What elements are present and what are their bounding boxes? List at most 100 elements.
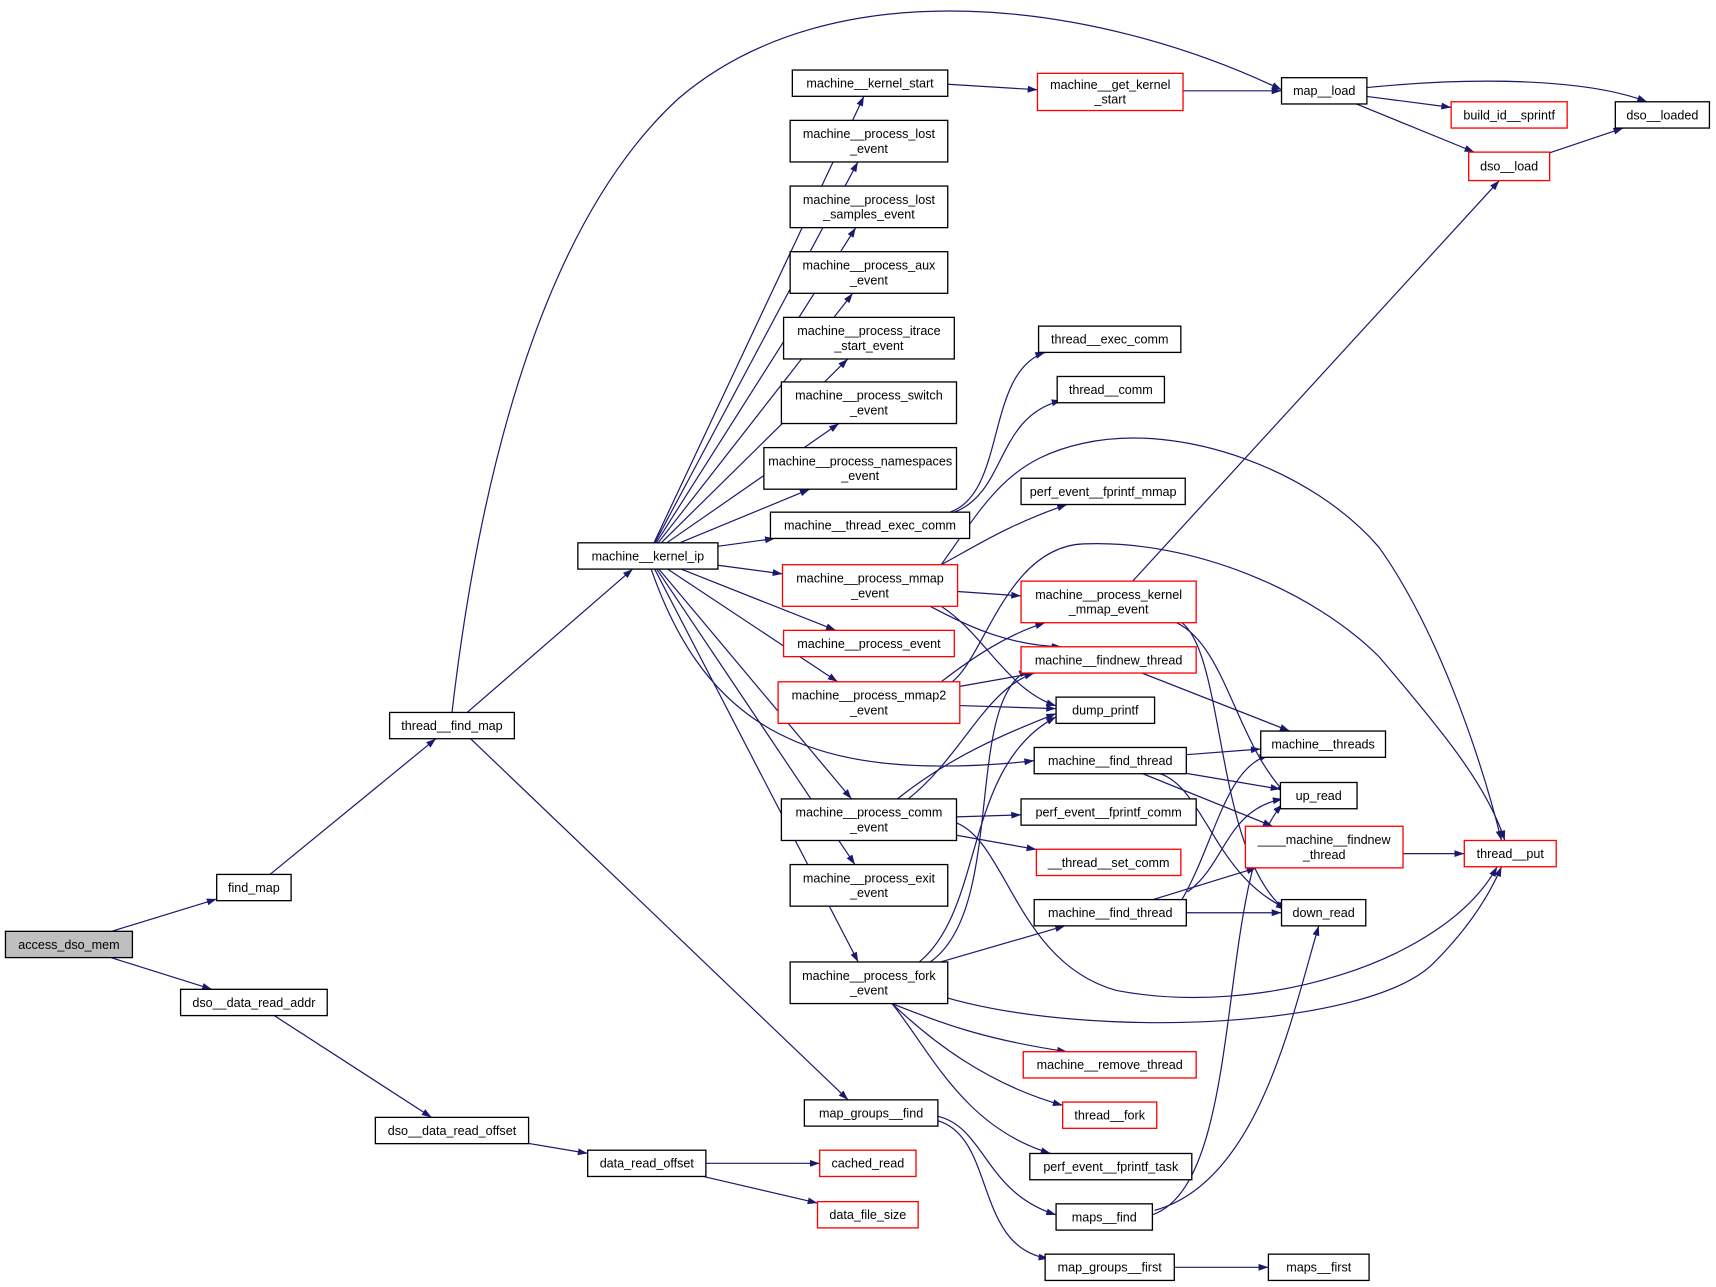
node-box[interactable] [1037, 325, 1182, 354]
node-dso-data-read-addr[interactable]: dso__data_read_addr [179, 988, 328, 1017]
node-box[interactable] [1035, 848, 1182, 877]
node-dso-load[interactable]: dso__load [1468, 151, 1551, 182]
node-box[interactable] [1279, 781, 1358, 810]
node-box[interactable] [1020, 646, 1197, 674]
node-box[interactable] [1267, 1253, 1370, 1282]
node-machine-process-mmap2-event[interactable]: machine__process_mmap2_event [777, 681, 961, 725]
node-box[interactable] [4, 930, 134, 959]
node-box[interactable] [780, 798, 958, 842]
node-machine-process-namespaces-event[interactable]: machine__process_namespaces_event [763, 446, 958, 490]
node-box[interactable] [789, 185, 949, 229]
node-perf-event-fprintf-mmap[interactable]: perf_event__fprintf_mmap [1020, 477, 1186, 506]
node-box[interactable] [791, 69, 949, 97]
node-thread-comm[interactable]: thread__comm [1056, 375, 1166, 404]
node-up-read[interactable]: up_read [1279, 781, 1358, 810]
node-box[interactable] [577, 542, 719, 570]
node-machine-process-itrace-start-event[interactable]: machine__process_itrace_start_event [782, 316, 955, 360]
node-box[interactable] [1033, 746, 1187, 775]
node-box[interactable] [1055, 1203, 1154, 1231]
node-machine-process-aux-event[interactable]: machine__process_aux_event [789, 251, 949, 294]
node-machine-process-event[interactable]: machine__process_event [782, 629, 955, 658]
node-box[interactable] [1036, 72, 1184, 112]
node-machine-findnew-thread[interactable]: machine__findnew_thread [1020, 646, 1197, 674]
node-box[interactable] [1450, 101, 1568, 129]
node-map-groups-first[interactable]: map_groups__first [1044, 1253, 1175, 1282]
node-box[interactable] [1029, 1152, 1193, 1181]
node-box[interactable] [1033, 898, 1187, 927]
node-machine-process-lost-samples-event[interactable]: machine__process_lost_samples_event [789, 185, 949, 229]
node-access-dso-mem[interactable]: access_dso_mem [4, 930, 134, 959]
node-find-map[interactable]: find_map [216, 873, 292, 902]
node-box[interactable] [1260, 730, 1387, 758]
node-machine-process-comm-event[interactable]: machine__process_comm_event [780, 798, 958, 842]
node-machine-findnew-thread[interactable]: ____machine__findnew_thread [1244, 825, 1404, 869]
node-machine-find-thread-b[interactable]: machine__find_thread [1033, 898, 1187, 927]
node-box[interactable] [803, 1099, 939, 1127]
node-box[interactable] [1020, 477, 1186, 506]
node-map-load[interactable]: map__load [1280, 77, 1368, 105]
node-box[interactable] [1020, 580, 1197, 624]
node-machine-remove-thread[interactable]: machine__remove_thread [1022, 1051, 1197, 1079]
node-machine-process-lost-event[interactable]: machine__process_lost_event [789, 119, 949, 163]
node-box[interactable] [1044, 1253, 1175, 1282]
node-data-read-offset[interactable]: data_read_offset [587, 1149, 707, 1178]
node-down-read[interactable]: down_read [1280, 898, 1367, 927]
node-thread-exec-comm[interactable]: thread__exec_comm [1037, 325, 1182, 354]
node-box[interactable] [781, 564, 959, 607]
node-perf-event-fprintf-comm[interactable]: perf_event__fprintf_comm [1020, 798, 1197, 826]
node-machine-process-switch-event[interactable]: machine__process_switch_event [780, 381, 958, 425]
node-box[interactable] [1244, 825, 1404, 869]
node-thread-set-comm[interactable]: __thread__set_comm [1035, 848, 1182, 877]
node-machine-thread-exec-comm[interactable]: machine__thread_exec_comm [769, 511, 971, 540]
node-machine-process-exit-event[interactable]: machine__process_exit_event [789, 863, 949, 907]
node-box[interactable] [789, 251, 949, 294]
node-dso-loaded[interactable]: dso__loaded [1614, 101, 1711, 129]
node-box[interactable] [1280, 898, 1367, 927]
node-box[interactable] [179, 988, 328, 1017]
node-box[interactable] [1055, 696, 1156, 725]
node-box[interactable] [769, 511, 971, 540]
node-box[interactable] [1280, 77, 1368, 105]
node-box[interactable] [1056, 375, 1166, 404]
node-machine-find-thread-a[interactable]: machine__find_thread [1033, 746, 1187, 775]
node-maps-first[interactable]: maps__first [1267, 1253, 1370, 1282]
node-box[interactable] [789, 863, 949, 907]
node-map-groups-find[interactable]: map_groups__find [803, 1099, 939, 1127]
node-box[interactable] [587, 1149, 707, 1178]
node-thread-fork[interactable]: thread__fork [1061, 1101, 1158, 1129]
node-machine-process-fork-event[interactable]: machine__process_fork_event [789, 961, 949, 1005]
node-box[interactable] [1061, 1101, 1158, 1129]
node-machine-process-kernel-mmap-event[interactable]: machine__process_kernel_mmap_event [1020, 580, 1197, 624]
node-box[interactable] [789, 961, 949, 1005]
node-box[interactable] [1614, 101, 1711, 129]
node-box[interactable] [819, 1149, 917, 1178]
node-box[interactable] [782, 629, 955, 658]
node-box[interactable] [1463, 839, 1557, 868]
node-box[interactable] [216, 873, 292, 902]
node-thread-find-map[interactable]: thread__find_map [388, 711, 516, 740]
node-machine-get-kernel-start[interactable]: machine__get_kernel_start [1036, 72, 1184, 112]
node-machine-process-mmap-event[interactable]: machine__process_mmap_event [781, 564, 959, 607]
node-box[interactable] [816, 1200, 919, 1229]
node-dump-printf[interactable]: dump_printf [1055, 696, 1156, 725]
node-box[interactable] [388, 711, 516, 740]
node-box[interactable] [1020, 798, 1197, 826]
node-box[interactable] [789, 119, 949, 163]
node-box[interactable] [1468, 151, 1551, 182]
node-box[interactable] [374, 1116, 530, 1145]
node-dso-data-read-offset[interactable]: dso__data_read_offset [374, 1116, 530, 1145]
node-box[interactable] [780, 381, 958, 425]
node-build-id-sprintf[interactable]: build_id__sprintf [1450, 101, 1568, 129]
node-box[interactable] [1022, 1051, 1197, 1079]
node-maps-find[interactable]: maps__find [1055, 1203, 1154, 1231]
node-machine-kernel-ip[interactable]: machine__kernel_ip [577, 542, 719, 570]
node-machine-threads[interactable]: machine__threads [1260, 730, 1387, 758]
node-perf-event-fprintf-task[interactable]: perf_event__fprintf_task [1029, 1152, 1193, 1181]
node-box[interactable] [763, 446, 958, 490]
node-thread-put[interactable]: thread__put [1463, 839, 1557, 868]
node-box[interactable] [777, 681, 961, 725]
node-machine-kernel-start[interactable]: machine__kernel_start [791, 69, 949, 97]
node-cached-read[interactable]: cached_read [819, 1149, 917, 1178]
node-data-file-size[interactable]: data_file_size [816, 1200, 919, 1229]
node-box[interactable] [782, 316, 955, 360]
